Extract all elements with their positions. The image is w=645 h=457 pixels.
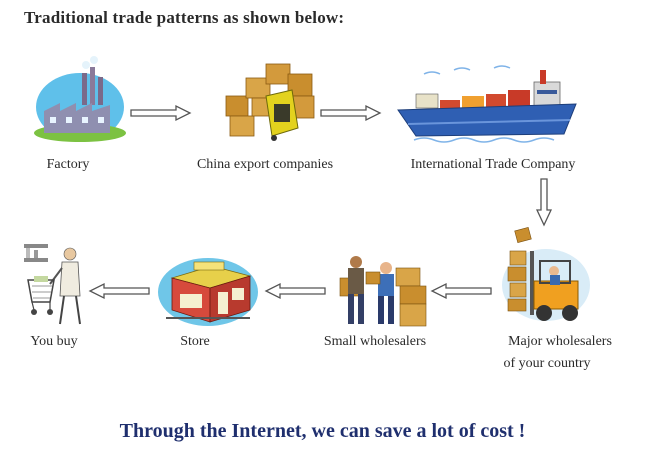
label-you-buy: You buy — [30, 334, 78, 349]
factory-icon — [34, 56, 126, 142]
shopper-icon — [24, 244, 81, 325]
label-intl-trade: International Trade Company — [410, 157, 576, 172]
label-small-wholesalers: Small wholesalers — [323, 334, 427, 349]
label-store: Store — [180, 334, 210, 349]
workers-icon — [339, 256, 427, 327]
cargo-ship-icon — [397, 65, 577, 143]
arrow-store-to-you — [88, 282, 150, 300]
label-factory: Factory — [46, 157, 90, 172]
arrow-intl-to-major — [535, 178, 553, 227]
forklift-icon — [502, 227, 590, 321]
diagram-title: Traditional trade patterns as shown belo… — [24, 8, 345, 27]
label-major-wholesalers-1: Major wholesalers — [508, 334, 612, 349]
arrow-factory-to-export — [130, 104, 192, 122]
arrow-major-to-small — [430, 282, 492, 300]
boxes-icon — [225, 63, 315, 141]
label-major-wholesalers-2: of your country — [503, 356, 591, 371]
store-icon — [158, 258, 258, 326]
label-china-export: China export companies — [196, 157, 334, 172]
arrow-export-to-intl — [320, 104, 382, 122]
arrow-small-to-store — [264, 282, 326, 300]
footer-message: Through the Internet, we can save a lot … — [119, 420, 526, 442]
